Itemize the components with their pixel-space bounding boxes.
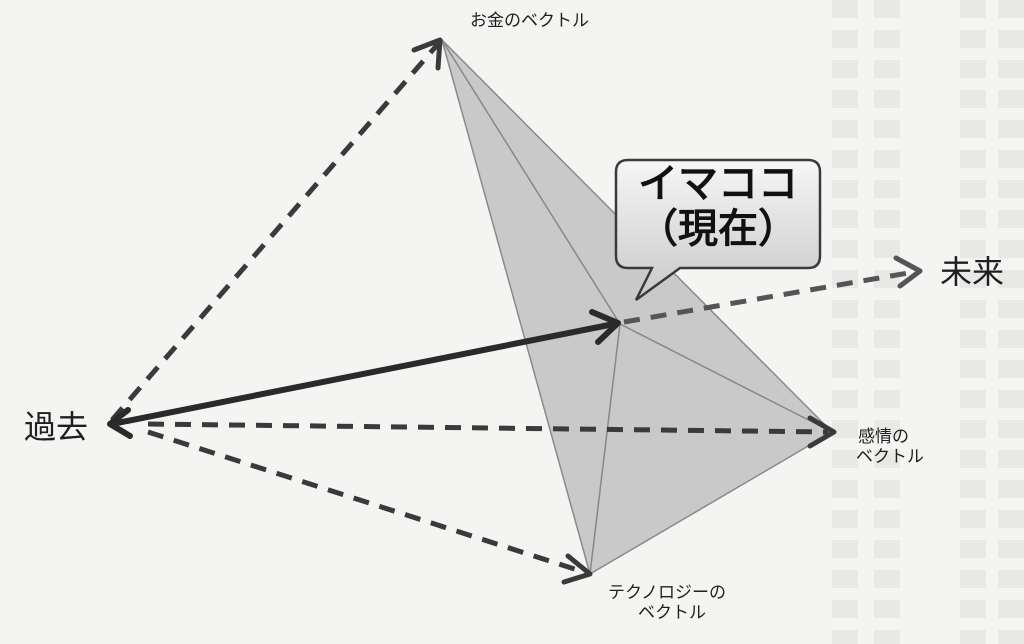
technology-vector-arrow <box>147 429 585 575</box>
emotion-label-line-1: 感情の <box>858 427 909 447</box>
technology-vector-label: テクノロジーの ベクトル <box>608 583 726 623</box>
technology-label-line-1: テクノロジーの <box>608 583 726 603</box>
present-callout-bubble <box>614 158 822 302</box>
present-vector-arrow <box>111 321 615 427</box>
emotion-vector-label: 感情の ベクトル <box>856 427 924 467</box>
future-vector-arrowhead <box>893 255 923 289</box>
money-vector-arrowhead <box>411 37 443 71</box>
background-texture <box>832 0 858 644</box>
plane-edge-technology <box>589 323 621 575</box>
background-texture <box>998 0 1024 644</box>
technology-label-line-2: ベクトル <box>638 602 706 623</box>
callout-line-2: （現在） <box>638 205 798 252</box>
vector-plane <box>440 37 834 576</box>
technology-vector-arrowhead <box>561 553 593 585</box>
present-callout-text: イマココ （現在） <box>616 162 820 252</box>
money-vector-label: お金のベクトル <box>470 11 589 31</box>
callout-line-1: イマココ <box>638 161 798 207</box>
future-label: 未来 <box>940 253 1005 291</box>
money-vector-arrow <box>110 42 440 422</box>
emotion-vector-arrow <box>147 421 829 435</box>
background-texture <box>960 0 986 644</box>
past-arrowhead <box>107 407 133 439</box>
emotion-vector-arrowhead <box>807 415 837 449</box>
present-vector-arrowhead <box>589 309 621 345</box>
future-vector-arrow <box>623 269 915 325</box>
past-label: 過去 <box>24 408 89 446</box>
emotion-label-line-2: ベクトル <box>856 446 924 467</box>
background-texture <box>874 0 900 644</box>
plane-edge-emotion <box>619 323 833 433</box>
plane-edge-money <box>441 39 621 325</box>
